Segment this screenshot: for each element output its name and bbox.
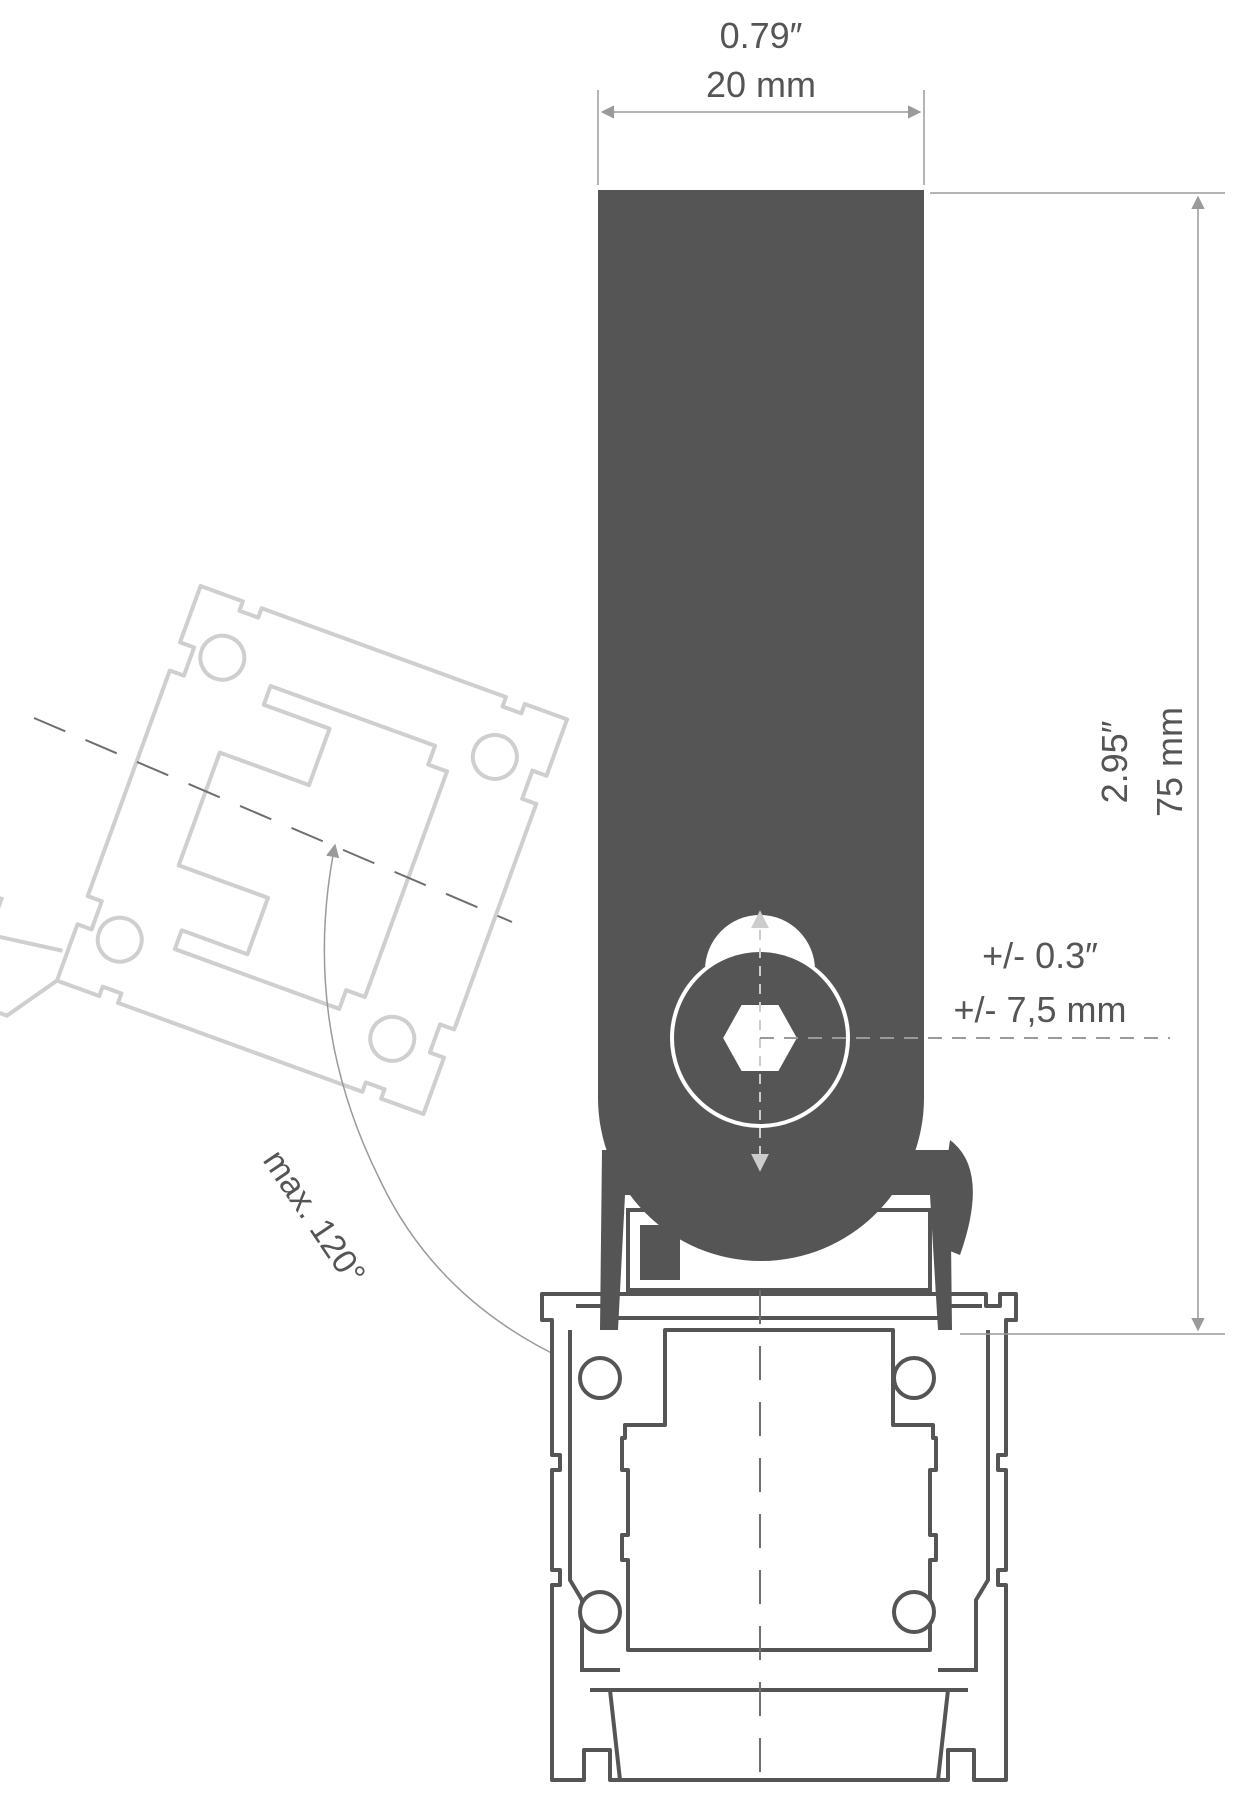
width-mm: 20 mm (706, 64, 816, 105)
height-inches: 2.95″ (1094, 720, 1135, 803)
track-hole-top-left (578, 1356, 622, 1400)
rotated-centerline (33, 717, 513, 923)
height-dimension: 2.95″ 75 mm (930, 192, 1225, 1335)
arm-body (598, 190, 924, 1261)
adjustment-mm: +/- 7,5 mm (953, 989, 1126, 1030)
track-inner-channel (620, 1328, 938, 1652)
adjustment-inches: +/- 0.3″ (982, 935, 1098, 976)
track-hole-top-right (892, 1356, 936, 1400)
spotlight-arm (598, 190, 924, 1261)
rotation-label: max. 120° (255, 1143, 372, 1291)
track-hole-bottom-left (578, 1590, 622, 1634)
track-hole-bottom-right (892, 1590, 936, 1634)
track-profile (540, 1292, 1018, 1782)
width-dimension: 0.79″ 20 mm (597, 15, 925, 185)
ghost-hole-1 (95, 915, 144, 964)
width-inches: 0.79″ (720, 15, 803, 56)
rotated-profile-ghost (0, 583, 570, 1117)
adjustment-dimension: +/- 0.3″ +/- 7,5 mm (760, 935, 1170, 1039)
height-mm: 75 mm (1149, 707, 1190, 817)
